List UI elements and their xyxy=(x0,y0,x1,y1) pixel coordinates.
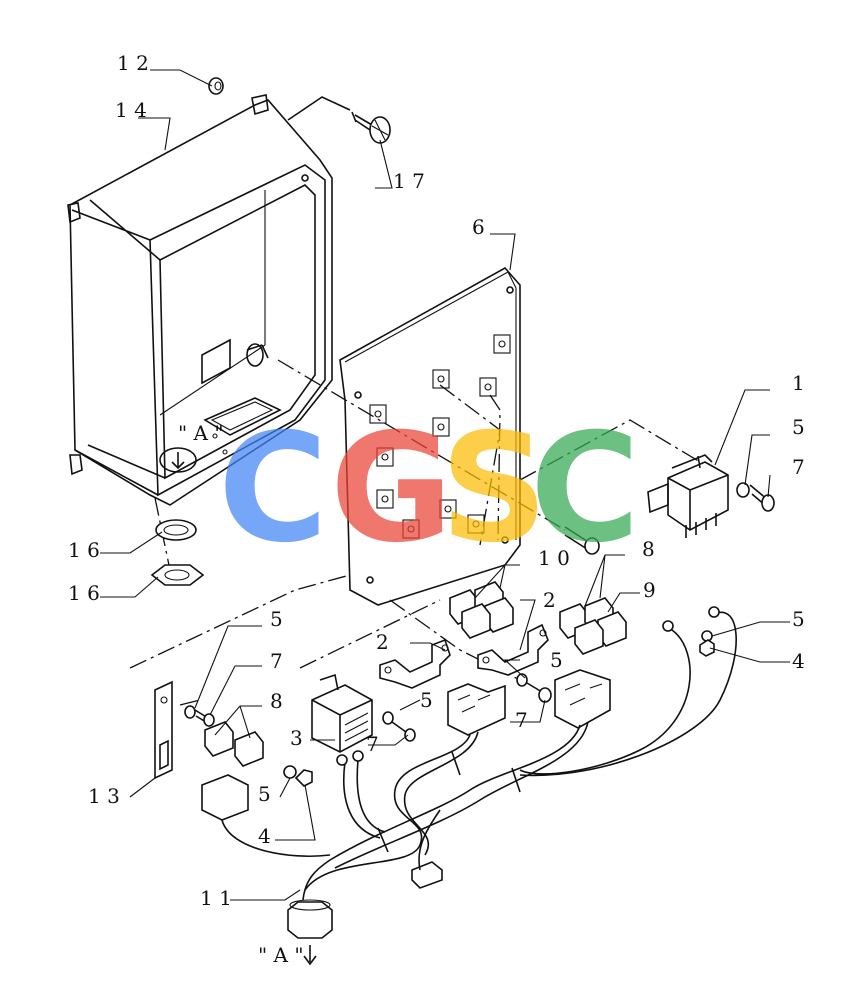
callout-12: 1 2 xyxy=(117,51,149,75)
relay-part-1 xyxy=(647,454,729,538)
relay-group-8-lower xyxy=(204,721,264,767)
fuse-holder-part-3 xyxy=(311,673,373,753)
callout-5-lower: 5 xyxy=(258,782,271,806)
leader-lines xyxy=(100,69,790,901)
cap-part-12 xyxy=(208,77,224,95)
relay-group-10 xyxy=(449,581,514,639)
callout-5-left: 5 xyxy=(270,607,283,631)
mounting-plate xyxy=(339,266,521,606)
callout-5-fuse: 5 xyxy=(420,688,433,712)
watermark-letter-2: G xyxy=(330,402,453,576)
callout-4-lower: 4 xyxy=(258,824,271,848)
callout-10: 1 0 xyxy=(538,546,570,570)
washer-part-5 xyxy=(736,482,750,498)
screw-on-plate xyxy=(564,526,600,555)
callout-1: 1 xyxy=(792,371,805,395)
view-label-harness-end: " A " xyxy=(258,943,304,967)
callout-8-upper: 8 xyxy=(642,537,655,561)
callouts: 1 2 1 4 1 7 6 1 5 7 1 6 1 6 1 0 8 9 2 2 … xyxy=(68,51,805,910)
bracket-part-2-left xyxy=(379,638,451,689)
callout-5-relay: 5 xyxy=(792,415,805,439)
watermark-letter-4: C xyxy=(530,402,640,576)
callout-7-left: 7 xyxy=(270,649,283,673)
enclosure-box xyxy=(67,94,333,506)
callout-5-bracket: 5 xyxy=(550,648,563,672)
seal-ring-part-16 xyxy=(155,519,197,541)
callout-6: 6 xyxy=(472,215,485,239)
strap-part-13 xyxy=(154,680,173,780)
callout-11: 1 1 xyxy=(200,886,232,910)
callout-7-bracket: 7 xyxy=(515,708,528,732)
callout-8-lower: 8 xyxy=(270,689,283,713)
callout-2-left: 2 xyxy=(376,630,389,654)
callout-16-ring: 1 6 xyxy=(68,538,100,562)
callout-17: 1 7 xyxy=(393,169,425,193)
bracket-part-2-right xyxy=(477,623,549,676)
callout-3: 3 xyxy=(290,726,303,750)
fasteners-small xyxy=(184,630,715,787)
callout-7-relay: 7 xyxy=(792,455,805,479)
view-label-box-hole: " A " xyxy=(178,421,224,445)
screw-part-7 xyxy=(749,484,775,512)
callout-16-nut: 1 6 xyxy=(68,581,100,605)
watermark-letter-1: C xyxy=(218,402,328,576)
nut-part-16 xyxy=(150,564,205,586)
callout-4-right: 4 xyxy=(792,649,805,673)
callout-7-fuse: 7 xyxy=(366,732,379,756)
callout-9: 9 xyxy=(643,578,656,602)
watermark-letter-3: S xyxy=(440,402,548,576)
wire-harness-part-11 xyxy=(201,606,737,966)
watermark: C G S C xyxy=(218,402,640,576)
callout-13: 1 3 xyxy=(88,784,120,808)
knob-screw-part-17 xyxy=(351,111,391,144)
relay-group-8-9 xyxy=(559,597,627,655)
callout-14: 1 4 xyxy=(115,98,147,122)
callout-5-right: 5 xyxy=(792,607,805,631)
callout-2-right: 2 xyxy=(543,588,556,612)
